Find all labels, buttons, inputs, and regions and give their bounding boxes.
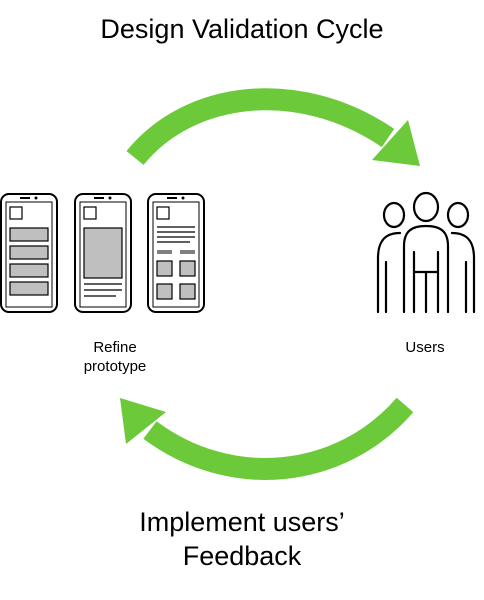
page-title: Design Validation Cycle [100,14,384,44]
top-arrow [126,88,420,166]
feedback-caption-line2: Feedback [182,541,302,571]
phone-wireframe-detail [74,193,132,313]
refine-prototype-label: Refine prototype [83,339,147,375]
phone-wireframe-list [0,193,58,313]
bottom-arrow [120,397,414,480]
users-label: Users [405,339,445,356]
users-group-icon [376,191,476,314]
phone-wireframe-grid [147,193,205,313]
feedback-caption: Implement users’ Feedback [0,505,484,573]
feedback-caption-line1: Implement users’ [139,507,345,537]
